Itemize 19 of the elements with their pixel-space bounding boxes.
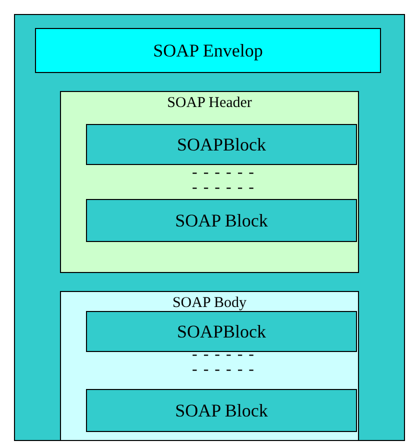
ellipsis-dashes: - - - - - -	[192, 181, 255, 195]
box-label: SOAP Envelop	[152, 40, 264, 61]
block-box	[86, 124, 357, 165]
section-title: SOAP Body	[171, 294, 248, 312]
block-box	[86, 199, 357, 242]
ellipsis-dashes: - - - - - -	[192, 348, 255, 362]
ellipsis-dashes: - - - - - -	[192, 363, 255, 377]
block-box	[86, 389, 357, 432]
envelope-box	[35, 28, 381, 73]
header-section	[60, 91, 359, 273]
box-label: SOAPBlock	[176, 321, 267, 342]
box-label: SOAP Block	[174, 210, 269, 231]
box-label: SOAP Block	[174, 400, 269, 421]
box-label: SOAPBlock	[176, 134, 267, 155]
outer-container	[14, 14, 405, 441]
ellipsis-dashes: - - - - - -	[192, 166, 255, 180]
block-box	[86, 311, 357, 352]
body-section	[60, 291, 359, 441]
section-title: SOAP Header	[166, 94, 253, 112]
